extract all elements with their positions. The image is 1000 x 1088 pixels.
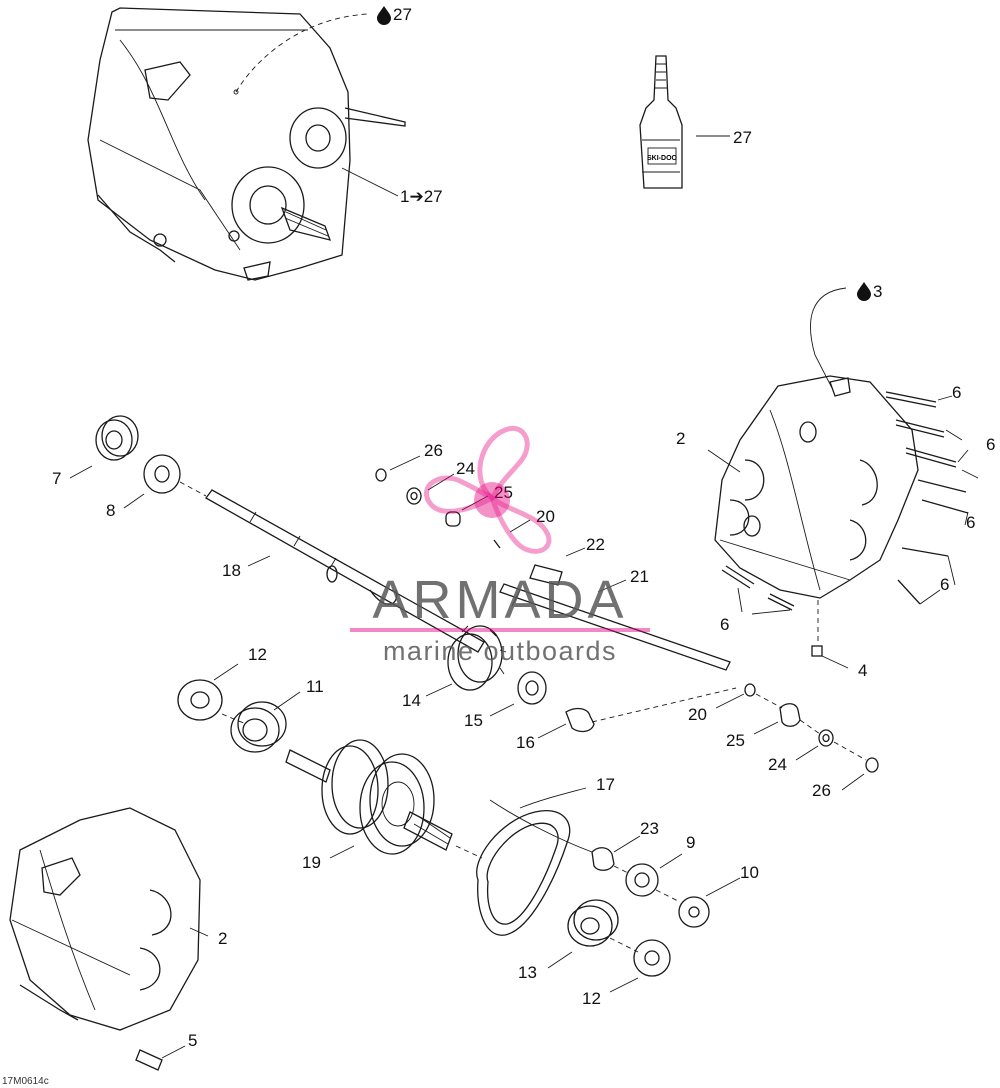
callout-27-top: 27 bbox=[377, 5, 412, 25]
callout-5: 5 bbox=[188, 1031, 197, 1050]
gearbox-assembly-top bbox=[87, 7, 406, 281]
output-gear-assembly bbox=[177, 679, 453, 855]
leader-lines bbox=[69, 13, 979, 1059]
callout-6a: 6 bbox=[952, 383, 961, 402]
callout-17: 17 bbox=[596, 775, 615, 794]
callout-6d: 6 bbox=[940, 575, 949, 594]
shaft-21 bbox=[499, 564, 731, 671]
callout-23: 23 bbox=[640, 819, 659, 838]
callout-18: 18 bbox=[222, 561, 241, 580]
callout-19: 19 bbox=[302, 853, 321, 872]
callout-labels: 27 1➔27 27 3 6 6 6 6 6 2 4 7 8 18 26 24 … bbox=[52, 5, 995, 1050]
armada-watermark: ARMADA marine outboards bbox=[350, 425, 650, 666]
callout-25-lower: 25 bbox=[726, 731, 745, 750]
callout-7: 7 bbox=[52, 469, 61, 488]
figure-code: 17M0614c bbox=[2, 1076, 49, 1087]
callout-2-right: 2 bbox=[676, 429, 685, 448]
callout-27-bottle: 27 bbox=[733, 128, 752, 147]
callout-26-upper: 26 bbox=[424, 441, 443, 460]
watermark-brand: ARMADA bbox=[372, 570, 627, 630]
oil-bottle: SKI-DOO bbox=[639, 55, 683, 189]
callout-24-upper: 24 bbox=[456, 459, 475, 478]
callout-24-lower: 24 bbox=[768, 755, 787, 774]
small-parts-upper bbox=[375, 468, 501, 549]
callout-11: 11 bbox=[306, 677, 324, 696]
small-parts-lower bbox=[744, 683, 879, 773]
propeller-logo bbox=[424, 425, 552, 554]
callout-2-left: 2 bbox=[218, 929, 227, 948]
callout-9: 9 bbox=[686, 833, 695, 852]
housing-half-left bbox=[9, 807, 201, 1071]
callout-13: 13 bbox=[518, 963, 537, 982]
callout-1-27: 1➔27 bbox=[400, 187, 443, 206]
callout-8: 8 bbox=[106, 501, 115, 520]
input-shaft-assembly bbox=[95, 415, 595, 733]
callout-16: 16 bbox=[516, 733, 535, 752]
callout-text: 3 bbox=[873, 282, 882, 301]
callout-20-lower: 20 bbox=[688, 705, 707, 724]
bottle-label: SKI-DOO bbox=[647, 155, 678, 162]
bearings-lower bbox=[567, 847, 710, 977]
drive-chain-17 bbox=[476, 810, 571, 936]
watermark-underline bbox=[350, 628, 650, 632]
callout-3: 3 bbox=[857, 282, 882, 301]
callout-25-upper: 25 bbox=[494, 483, 513, 502]
callout-10: 10 bbox=[740, 863, 759, 882]
callout-20-upper: 20 bbox=[536, 507, 555, 526]
callout-22: 22 bbox=[586, 535, 605, 554]
callout-6e: 6 bbox=[720, 615, 729, 634]
housing-half-right bbox=[714, 375, 919, 657]
callout-6b: 6 bbox=[986, 435, 995, 454]
callout-15: 15 bbox=[464, 711, 483, 730]
callout-text: 27 bbox=[393, 5, 412, 24]
callout-12-upper: 12 bbox=[248, 645, 267, 664]
callout-14: 14 bbox=[402, 691, 421, 710]
screws-6 bbox=[721, 391, 969, 611]
callout-21: 21 bbox=[630, 567, 649, 586]
callout-26-lower: 26 bbox=[812, 781, 831, 800]
callout-4: 4 bbox=[858, 661, 867, 680]
watermark-tagline: marine outboards bbox=[383, 636, 617, 666]
callout-12-lower: 12 bbox=[582, 989, 601, 1008]
callout-6c: 6 bbox=[966, 513, 975, 532]
